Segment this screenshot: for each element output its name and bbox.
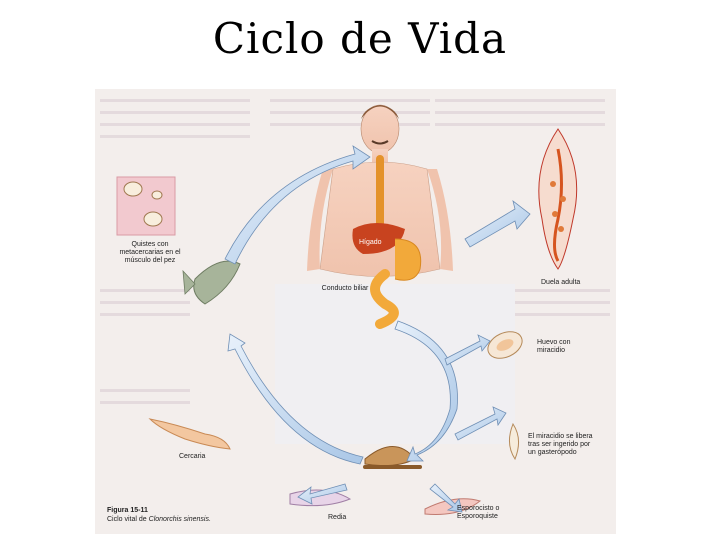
label-cercaria: Cercaria	[179, 453, 205, 461]
label-miracidio: El miracidio se libera tras ser ingerido…	[528, 433, 598, 457]
label-huevo: Huevo con miracidio	[537, 339, 589, 355]
figure-caption: Ciclo vital de Clonorchis sinensis.	[107, 516, 211, 523]
cercaria	[150, 419, 230, 449]
miracidium	[509, 424, 518, 459]
label-duela-adulta: Duela adulta	[541, 279, 580, 287]
cyst-inset	[117, 177, 175, 235]
adult-fluke	[539, 129, 577, 269]
label-quistes: Quistes con metacercarias en el músculo …	[115, 241, 185, 265]
slide-title: Ciclo de Vida	[0, 14, 720, 63]
life-cycle-illustration	[95, 89, 616, 534]
label-redia: Redia	[328, 514, 346, 522]
fish-host	[183, 261, 240, 304]
life-cycle-figure: Quistes con metacercarias en el músculo …	[95, 89, 616, 534]
label-higado: Hígado	[359, 239, 382, 247]
label-esporocisto: Esporocisto o Esporoquiste	[457, 505, 517, 521]
figure-caption-number: Figura 15-11	[107, 507, 148, 514]
label-conducto-biliar: Conducto biliar	[320, 285, 370, 293]
